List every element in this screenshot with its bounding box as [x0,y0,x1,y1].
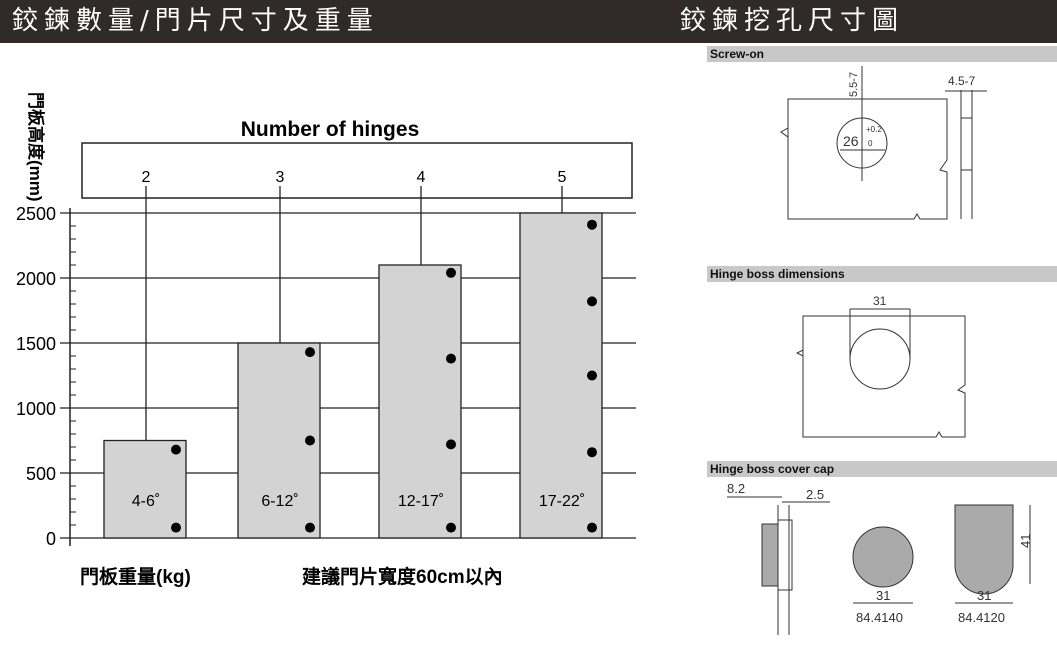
y-tick-label: 1500 [16,334,56,354]
screw-on-label: Screw-on [707,46,1057,62]
y-tick-label: 2000 [16,269,56,289]
hinge-dot [171,444,181,455]
cap-h2: 41 [1018,534,1033,548]
hinge-count-box [81,142,633,199]
hinge-dot [446,439,456,450]
hinge-count-label: 5 [558,169,567,186]
cap-label: Hinge boss cover cap [707,461,1057,477]
cap-dim-b: 2.5 [806,487,824,502]
diagram-section-title: 鉸鍊挖孔尺寸圖 [662,0,1057,43]
boss-dim: 31 [873,294,887,308]
hinge-dot [587,370,597,381]
hinge-dot [446,267,456,278]
hinge-dot [587,447,597,458]
chart-title: Number of hinges [241,118,420,141]
cap-w1: 31 [876,588,890,603]
weight-label: 4-6˚ [132,493,160,510]
hinge-dot [587,219,597,230]
weight-label: 12-17˚ [398,493,444,510]
part-number-2: 84.4120 [958,610,1005,625]
tol-minus: 0 [868,139,873,148]
y-axis-label: 門板高度(mm) [26,92,46,202]
x-label-width: 建議門片寬度60cm以內 [302,565,503,588]
bar [103,439,187,539]
y-tick-label: 1000 [16,399,56,419]
hinge-count-label: 4 [417,169,426,186]
x-label-weight: 門板重量(kg) [80,565,191,588]
hinge-dot [171,522,181,533]
cap-dim-a: 8.2 [727,481,745,496]
part-number-1: 84.4140 [856,610,903,625]
hinge-dot [305,347,315,358]
y-tick-label: 2500 [16,204,56,224]
y-tick-label: 500 [26,464,56,484]
hinge-count-label: 2 [142,169,151,186]
chart-section-title: 鉸鍊數量/門片尺寸及重量 [0,0,662,43]
hinge-count-label: 3 [276,169,285,186]
dim-top: 5.5-7 [848,72,860,97]
hinge-dot [587,522,597,533]
hole-diameter: 26 [843,133,859,149]
hinge-dot [305,435,315,446]
weight-label: 17-22˚ [539,493,585,510]
hinge-dot [587,296,597,307]
technical-diagrams: 26 +0.2 0 5.5-7 4.5-7 31 8.2 2.5 31 84.4… [727,66,1033,635]
hinge-chart: 門板高度(mm) Number of hinges 0 500 1000 1500 20… [16,92,636,588]
hinge-dot [446,522,456,533]
cap-w2: 31 [977,588,991,603]
hinge-dot [446,353,456,364]
y-tick-label: 0 [46,529,56,549]
tol-plus: +0.2 [866,125,882,134]
hinge-dot [305,522,315,533]
boss-label: Hinge boss dimensions [707,266,1057,282]
weight-label: 6-12˚ [261,493,298,510]
dim-side: 4.5-7 [948,74,976,88]
bar [378,264,462,539]
